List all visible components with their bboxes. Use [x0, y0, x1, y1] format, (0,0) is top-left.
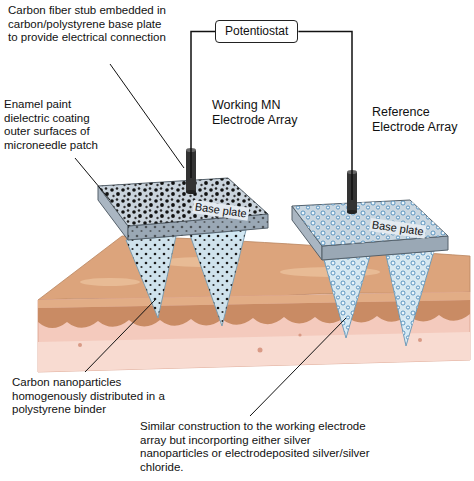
reference-microneedles	[324, 256, 370, 338]
base-plate: Base plate	[292, 200, 448, 260]
skin-block	[418, 338, 422, 342]
base-plate: Base plate	[98, 178, 268, 240]
reference-microneedles	[324, 256, 370, 338]
working-base-plate	[98, 178, 268, 240]
callout-label: Carbon nanoparticles homogenously distri…	[12, 376, 190, 417]
skin-block	[38, 236, 470, 372]
reference-microneedles	[386, 251, 434, 346]
potentiostat-box: Potentiostat	[215, 20, 298, 43]
reference-base-plate	[292, 200, 448, 246]
working-microneedles	[126, 236, 176, 318]
working-microneedles	[126, 236, 176, 318]
callout-label: Enamel paint dielectric coating outer su…	[4, 98, 119, 152]
wire	[298, 32, 352, 201]
working-microneedles	[190, 230, 246, 326]
node-text: Potentiostat	[225, 24, 288, 39]
callout-label: Carbon fiber stub embedded in carbon/pol…	[8, 4, 173, 45]
node-text: Base plate	[192, 200, 249, 221]
skin-block	[78, 343, 82, 347]
carbon-fiber-stub	[186, 190, 196, 194]
leader-lines	[75, 158, 110, 200]
working-base-plate	[98, 178, 268, 226]
reference-base-plate	[292, 200, 448, 246]
leader-lines	[250, 318, 346, 416]
node-text: Base plate	[369, 218, 426, 239]
skin-block	[258, 348, 263, 353]
reference-microneedles	[324, 251, 434, 346]
callout-label: Working MN Electrode Array	[212, 98, 317, 127]
callout-label: Reference Electrode Array	[372, 105, 470, 134]
carbon-fiber-stub	[347, 210, 357, 214]
leader-lines	[75, 64, 346, 416]
skin-block	[80, 278, 140, 286]
callout-label: Similar construction to the working elec…	[140, 420, 372, 474]
leader-lines	[110, 64, 184, 168]
working-microneedles	[190, 230, 246, 326]
skin-block	[298, 333, 301, 336]
reference-microneedles	[386, 251, 434, 346]
reference-base-plate	[292, 200, 448, 260]
working-base-plate	[98, 178, 268, 226]
wire	[191, 32, 215, 179]
leader-lines	[85, 300, 155, 372]
